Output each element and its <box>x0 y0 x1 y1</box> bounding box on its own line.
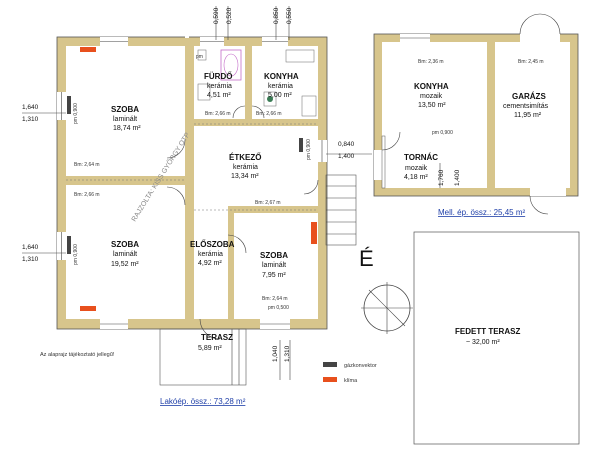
room-name-szoba3: SZOBA <box>260 251 288 260</box>
room-name-etkezo: ÉTKEZŐ <box>229 153 261 162</box>
room-area-terasz: 5,89 m² <box>198 345 222 352</box>
north-label: É <box>359 246 374 271</box>
ac-unit-icon <box>80 47 96 52</box>
legend-gas-label: gázkonvektor <box>344 363 377 369</box>
room-name-tornac: TORNÁC <box>404 153 438 162</box>
dim-pm4: pm 0,900 <box>432 130 453 136</box>
room-area-etkezo: 13,34 m² <box>231 173 259 180</box>
room-area-konyha: 5,00 m² <box>268 92 292 99</box>
room-floor-garazs: cementsimítás <box>503 103 549 110</box>
room-height-etkezo: Bm: 2,67 m <box>255 200 281 206</box>
room-name-garazs: GARÁZS <box>512 92 546 101</box>
dim-r4: 1,400 <box>454 169 461 186</box>
legend-ac-label: klíma <box>344 378 358 384</box>
dim-pm3: pm 0,900 <box>306 139 312 160</box>
porch-stairs <box>325 174 357 246</box>
dim-w1a: 1,640 <box>22 104 39 111</box>
room-floor-furdo: kerámia <box>207 83 232 90</box>
room-name-furdo: FÜRDŐ <box>204 72 232 81</box>
total-outbuilding: Mell. ép. össz.: 25,45 m² <box>438 208 525 217</box>
room-name-konyha: KONYHA <box>264 72 299 81</box>
outbuilding-walls <box>373 26 579 197</box>
room-area-konyha2: 13,50 m² <box>418 102 446 109</box>
dim-top3: 0,850 <box>273 7 280 24</box>
compass-icon <box>361 282 413 334</box>
room-height-szoba2: Bm: 2,66 m <box>74 192 100 198</box>
room-floor-szoba1: laminált <box>113 116 137 123</box>
dim-r3: 1,760 <box>438 169 445 186</box>
room-area-garazs: 11,95 m² <box>514 112 542 119</box>
dim-r1: 0,840 <box>338 141 355 148</box>
dim-r2: 1,400 <box>338 153 355 160</box>
gas-convector-icon <box>67 236 71 254</box>
dim-b2: 1,310 <box>284 345 291 362</box>
room-height-konyha2: Bm: 2,36 m <box>418 59 444 65</box>
ac-unit-icon <box>311 222 317 244</box>
dim-w2b: 1,310 <box>22 256 39 263</box>
kitchen-fixtures <box>263 49 317 117</box>
room-area-szoba1: 18,74 m² <box>113 125 141 132</box>
room-floor-szoba3: laminált <box>262 262 286 269</box>
room-floor-konyha: kerámia <box>268 83 293 90</box>
gas-convector-icon <box>67 96 71 114</box>
room-area-tornac: 4,18 m² <box>404 174 428 181</box>
room-name-fedett-terasz: FEDETT TERASZ <box>455 327 520 336</box>
legend-ac-swatch <box>323 377 337 382</box>
dimension-lines <box>22 6 441 380</box>
room-name-szoba2: SZOBA <box>111 240 139 249</box>
total-main-building: Lakóép. össz.: 73,28 m² <box>160 397 246 406</box>
covered-terrace-outline <box>413 231 580 445</box>
room-area-szoba2: 19,52 m² <box>111 261 139 268</box>
room-area-eloszoba: 4,92 m² <box>198 260 222 267</box>
door-swings <box>166 105 319 340</box>
room-area-furdo: 4,51 m² <box>207 92 231 99</box>
room-floor-szoba2: laminált <box>113 251 137 258</box>
room-area-fedett-terasz: ~ 32,00 m² <box>466 339 500 346</box>
dim-pm1: pm 0,900 <box>73 103 79 124</box>
room-floor-etkezo: kerámia <box>233 164 258 171</box>
room-floor-eloszoba: kerámia <box>198 251 223 258</box>
room-height-szoba1: Bm: 2,64 m <box>74 162 100 168</box>
disclaimer-note: Az alaprajz tájékoztató jellegű! <box>40 352 115 358</box>
legend-gas-swatch <box>323 362 337 367</box>
dim-pm-small: pm <box>196 54 203 60</box>
room-height-konyha: Bm: 2,66 m <box>256 111 282 117</box>
room-height-szoba3: Bm: 2,64 m <box>262 296 288 302</box>
room-floor-konyha2: mozaik <box>420 93 443 100</box>
dim-pm2: pm 0,900 <box>73 244 79 265</box>
room-floor-tornac: mozaik <box>405 165 428 172</box>
dim-top2: 0,520 <box>226 7 233 24</box>
room-name-konyha2: KONYHA <box>414 82 449 91</box>
terrace-outline <box>159 328 247 386</box>
dim-b1: 1,040 <box>272 345 279 362</box>
dim-w2a: 1,640 <box>22 244 39 251</box>
dim-pm5: pm 0,500 <box>268 305 289 311</box>
dim-w1b: 1,310 <box>22 116 39 123</box>
room-name-szoba1: SZOBA <box>111 105 139 114</box>
room-area-szoba3: 7,95 m² <box>262 272 286 279</box>
bathroom-fixtures <box>197 49 242 101</box>
dim-top4: 0,550 <box>286 7 293 24</box>
ac-unit-icon <box>80 306 96 311</box>
gas-convector-icon <box>299 138 303 152</box>
room-height-furdo: Bm: 2,66 m <box>205 111 231 117</box>
room-name-eloszoba: ELŐSZOBA <box>190 240 235 249</box>
room-height-garazs: Bm: 2,45 m <box>518 59 544 65</box>
dim-top1: 0,590 <box>213 7 220 24</box>
room-name-terasz: TERASZ <box>201 333 233 342</box>
